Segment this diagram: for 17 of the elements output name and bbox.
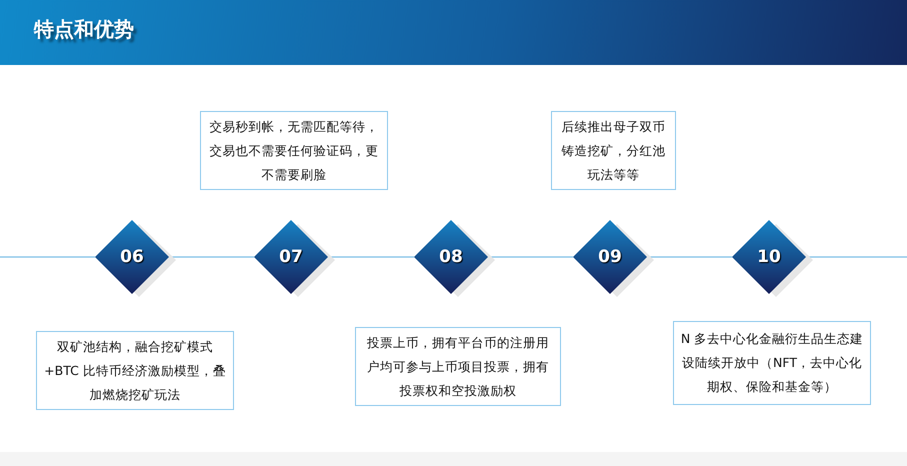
text-box — [200, 111, 388, 190]
step-number: 08 — [438, 246, 464, 269]
description-text: 后续推出母子双币铸造挖矿，分红池玩法等等 — [560, 118, 666, 184]
description-text: 双矿池结构，融合挖矿模式+BTC 比特币经济激励模型，叠加燃烧挖矿玩法 — [43, 338, 227, 404]
text-box — [36, 331, 234, 410]
text-box — [355, 327, 561, 406]
description-text: 交易秒到帐，无需匹配等待，交易也不需要任何验证码，更不需要刷脸 — [208, 118, 380, 184]
step-number: 07 — [278, 246, 304, 269]
text-box — [551, 111, 676, 190]
step-number: 09 — [597, 246, 623, 269]
description-text: N 多去中心化金融衍生品生态建设陆续开放中（NFT，去中心化期权、保险和基金等） — [680, 330, 864, 396]
text-box — [673, 321, 871, 405]
timeline-line — [0, 256, 95, 258]
step-number: 06 — [119, 246, 145, 269]
page-title: 特点和优势 — [34, 16, 134, 43]
step-number: 10 — [756, 246, 782, 269]
description-text: 投票上币，拥有平台币的注册用户均可参与上币项目投票，拥有投票权和空投激励权 — [366, 334, 550, 400]
